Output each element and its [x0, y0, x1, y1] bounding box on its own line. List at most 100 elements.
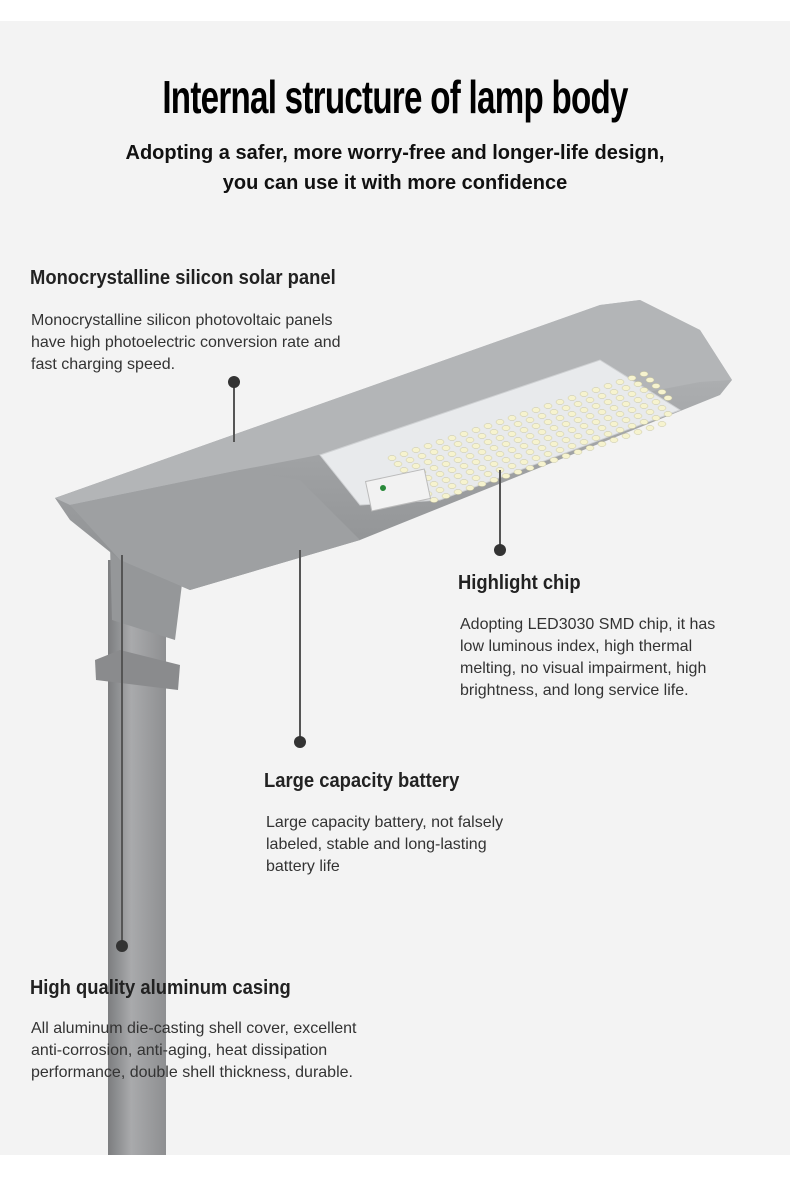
led-chip: [639, 387, 649, 393]
led-chip: [627, 423, 637, 429]
led-chip: [651, 383, 661, 389]
led-chip: [519, 443, 529, 449]
led-chip: [525, 417, 535, 423]
led-chip: [447, 435, 457, 441]
led-chip: [651, 415, 661, 421]
led-chip: [465, 453, 475, 459]
led-chip: [525, 465, 535, 471]
led-chip: [477, 481, 487, 487]
led-chip: [579, 391, 589, 397]
led-chip: [561, 421, 571, 427]
led-chip: [465, 485, 475, 491]
led-chip: [477, 433, 487, 439]
led-chip: [531, 407, 541, 413]
led-chip: [609, 437, 619, 443]
led-chip: [609, 389, 619, 395]
desc-line: battery life: [266, 858, 340, 875]
led-chip: [663, 395, 673, 401]
led-chip: [435, 487, 445, 493]
led-chip: [507, 447, 517, 453]
led-chip: [495, 419, 505, 425]
led-chip: [501, 457, 511, 463]
desc-line: Adopting LED3030 SMD chip, it has: [460, 616, 716, 633]
led-chip: [393, 461, 403, 467]
led-chip: [447, 467, 457, 473]
desc-line: melting, no visual impairment, high: [460, 660, 707, 677]
led-chip: [627, 391, 637, 397]
led-chip: [561, 437, 571, 443]
led-chip: [507, 463, 517, 469]
desc-line: brightness, and long service life.: [460, 682, 689, 699]
callout-dot-battery: [294, 736, 306, 748]
led-chip: [645, 425, 655, 431]
led-chip: [399, 451, 409, 457]
led-chip: [597, 393, 607, 399]
indicator-led: [380, 485, 386, 491]
led-chip: [633, 429, 643, 435]
led-chip: [609, 421, 619, 427]
led-chip: [591, 403, 601, 409]
led-chip: [513, 437, 523, 443]
led-chip: [567, 427, 577, 433]
led-chip: [603, 431, 613, 437]
led-chip: [399, 467, 409, 473]
led-chip: [555, 431, 565, 437]
led-chip: [471, 475, 481, 481]
led-chip: [495, 451, 505, 457]
led-chip: [573, 433, 583, 439]
led-chip: [597, 409, 607, 415]
led-chip: [459, 463, 469, 469]
led-chip: [651, 399, 661, 405]
led-chip: [591, 435, 601, 441]
led-chip: [573, 417, 583, 423]
subtitle-line-1: Adopting a safer, more worry-free and lo…: [125, 142, 665, 164]
led-chip: [453, 441, 463, 447]
led-chip: [585, 413, 595, 419]
led-chip: [513, 469, 523, 475]
led-chip: [435, 439, 445, 445]
feature-desc-chip: Adopting LED3030 SMD chip, it has low lu…: [460, 614, 715, 702]
led-chip: [615, 379, 625, 385]
led-chip: [615, 411, 625, 417]
led-chip: [501, 473, 511, 479]
battery-cover: [70, 470, 360, 590]
led-chip: [597, 425, 607, 431]
page-title: Internal structure of lamp body: [162, 71, 628, 123]
led-chip: [585, 429, 595, 435]
led-chip: [537, 461, 547, 467]
led-chip: [483, 471, 493, 477]
led-chip: [459, 447, 469, 453]
led-chip: [579, 407, 589, 413]
desc-line: fast charging speed.: [31, 356, 176, 373]
led-chip: [633, 413, 643, 419]
led-chip: [435, 455, 445, 461]
led-chip: [483, 439, 493, 445]
led-chip: [447, 451, 457, 457]
led-chip: [621, 417, 631, 423]
led-chip: [579, 439, 589, 445]
led-chip: [639, 403, 649, 409]
led-chip: [543, 403, 553, 409]
desc-line: Monocrystalline silicon photovoltaic pan…: [31, 312, 333, 329]
led-chip: [657, 389, 667, 395]
desc-line: labeled, stable and long-lasting: [266, 836, 487, 853]
led-chip: [597, 441, 607, 447]
led-chip: [471, 443, 481, 449]
controller-box: [364, 468, 432, 512]
led-chip: [627, 375, 637, 381]
led-chip: [471, 427, 481, 433]
led-module: [319, 359, 682, 506]
led-chip: [417, 453, 427, 459]
led-chip: [429, 497, 439, 503]
desc-line: low luminous index, high thermal: [460, 638, 693, 655]
led-chip: [621, 401, 631, 407]
led-chip: [453, 457, 463, 463]
led-chip: [621, 385, 631, 391]
led-chip: [555, 447, 565, 453]
led-chip: [567, 443, 577, 449]
led-chip: [489, 461, 499, 467]
led-chip: [489, 477, 499, 483]
led-chip: [453, 473, 463, 479]
led-chip: [609, 405, 619, 411]
